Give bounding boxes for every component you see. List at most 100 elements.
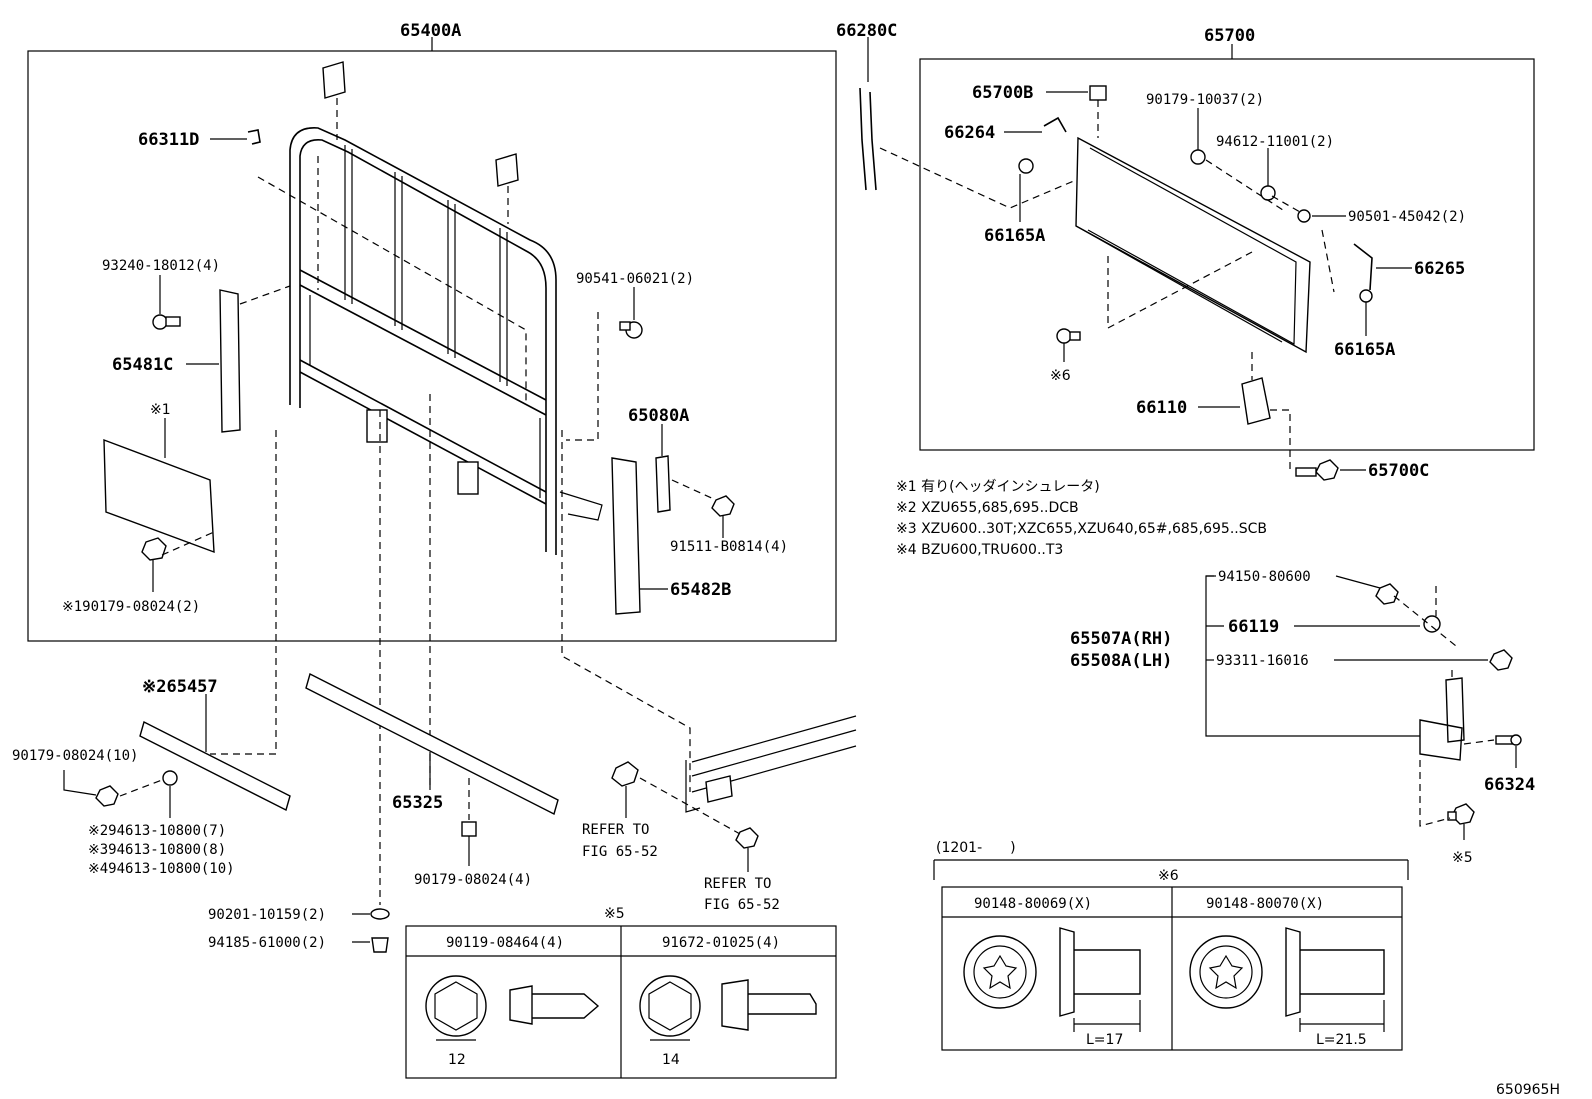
label-66265: 66265 — [1414, 259, 1465, 279]
label-65507A: 65507A(RH) — [1070, 629, 1172, 649]
table6-bolt2-drawing — [1189, 927, 1385, 1032]
label-65482B: 65482B — [670, 580, 731, 600]
part-94185-drawing — [371, 937, 389, 953]
part-66311D-drawing — [247, 129, 261, 145]
tailgate-group-frame — [919, 58, 1535, 451]
label-65457: ※265457 — [142, 677, 218, 697]
part-insulator-drawing — [103, 438, 215, 554]
label-65508A: 65508A(LH) — [1070, 651, 1172, 671]
label-65325: 65325 — [392, 793, 443, 813]
label-94150: 94150-80600 — [1218, 569, 1311, 585]
part-90541-drawing — [619, 321, 643, 339]
part-mark6-bolt-drawing — [1056, 328, 1081, 344]
label-94613-2: ※294613-10800(7) — [88, 823, 226, 839]
table5-nut1-drawing — [425, 975, 600, 1041]
note-1: ※1 有り(ヘッダインシュレータ) — [896, 479, 1100, 495]
part-refer1-nut-drawing — [611, 761, 639, 787]
label-refer2-a: REFER TO — [704, 876, 771, 892]
label-66264: 66264 — [944, 123, 995, 143]
part-90201-drawing — [370, 908, 390, 920]
tailgate-panel-drawing — [1075, 136, 1311, 354]
label-mark1: ※1 — [150, 402, 171, 418]
part-66165A-2-drawing — [1359, 289, 1373, 303]
label-90179-08024-4: 90179-08024(4) — [414, 872, 532, 888]
part-94613-drawing — [162, 770, 178, 786]
label-refer2-b: FIG 65-52 — [704, 897, 780, 913]
label-66311D: 66311D — [138, 130, 199, 150]
table6-range: (1201- ) — [936, 840, 1016, 856]
table6-title: ※6 — [1158, 868, 1179, 884]
label-94613-3: ※394613-10800(8) — [88, 842, 226, 858]
part-65482B-drawing — [611, 457, 641, 615]
part-65700C-drawing — [1295, 459, 1339, 481]
label-94185: 94185-61000(2) — [208, 935, 326, 951]
part-93240-drawing — [152, 314, 181, 330]
part-mark5-bolt-drawing — [1447, 803, 1475, 825]
part-66119-drawing — [1423, 615, 1441, 633]
headboard-group-label: 65400A — [400, 21, 461, 41]
part-66280C-drawing — [859, 87, 877, 191]
table6-bolt1-drawing — [963, 927, 1141, 1032]
part-190179-drawing — [141, 537, 167, 561]
label-66165A-1: 66165A — [984, 226, 1045, 246]
label-93311: 93311-16016 — [1216, 653, 1309, 669]
table5-dim2: 14 — [662, 1052, 680, 1068]
part-66264-drawing — [1043, 116, 1067, 133]
label-90501: 90501-45042(2) — [1348, 209, 1466, 225]
label-93240: 93240-18012(4) — [102, 258, 220, 274]
label-66324: 66324 — [1484, 775, 1535, 795]
part-65457-drawing — [139, 720, 291, 812]
label-90179-08024-10: 90179-08024(10) — [12, 748, 138, 764]
note-3: ※3 XZU600..30T;XZC655,XZU640,65#,685,695… — [896, 521, 1267, 537]
label-refer1-a: REFER TO — [582, 822, 649, 838]
table5-col1: 90119-08464(4) — [446, 935, 564, 951]
label-65700B: 65700B — [972, 83, 1033, 103]
diagram-id: 650965H — [1496, 1082, 1560, 1098]
part-refer2-bolt-drawing — [735, 827, 759, 849]
part-65080A-drawing — [655, 455, 671, 513]
note-4: ※4 BZU600,TRU600..T3 — [896, 542, 1063, 558]
label-mark6-a: ※6 — [1050, 368, 1071, 384]
label-190179: ※190179-08024(2) — [62, 599, 200, 615]
part-91511-drawing — [711, 495, 735, 517]
part-66265-drawing — [1353, 243, 1373, 291]
label-65481C: 65481C — [112, 355, 173, 375]
table6-col2: 90148-80070(X) — [1206, 896, 1324, 912]
part-65325-drawing — [305, 672, 559, 816]
table5-nut2-drawing — [639, 975, 817, 1041]
tailgate-group-label: 65700 — [1204, 26, 1255, 46]
label-94613-4: ※494613-10800(10) — [88, 861, 235, 877]
part-93311-drawing — [1489, 649, 1513, 671]
part-94612-drawing — [1260, 185, 1276, 201]
part-90179-08024-4-drawing — [461, 821, 477, 837]
table6-len2: L=21.5 — [1316, 1032, 1367, 1048]
part-65700B-drawing — [1089, 85, 1107, 101]
label-91511: 91511-B0814(4) — [670, 539, 788, 555]
truck-frame-drawing — [685, 715, 857, 813]
part-94150-drawing — [1375, 583, 1399, 605]
part-65481C-drawing — [219, 289, 241, 433]
label-65700C: 65700C — [1368, 461, 1429, 481]
table6-len1: L=17 — [1086, 1032, 1123, 1048]
part-66324-drawing — [1495, 734, 1522, 746]
label-94612: 94612-11001(2) — [1216, 134, 1334, 150]
part-90501-drawing — [1297, 209, 1311, 223]
part-66110-drawing — [1241, 377, 1271, 425]
part-90179-10037-drawing — [1190, 149, 1206, 165]
table6-col1: 90148-80069(X) — [974, 896, 1092, 912]
label-65080A: 65080A — [628, 406, 689, 426]
label-66110: 66110 — [1136, 398, 1187, 418]
table5-col2: 91672-01025(4) — [662, 935, 780, 951]
part-hinge-drawing — [1419, 677, 1465, 761]
label-66280C: 66280C — [836, 21, 897, 41]
label-90201: 90201-10159(2) — [208, 907, 326, 923]
label-66165A-2: 66165A — [1334, 340, 1395, 360]
part-90179-08024-10-drawing — [95, 785, 119, 807]
label-mark5-b: ※5 — [1452, 850, 1473, 866]
label-66119: 66119 — [1228, 617, 1279, 637]
label-90541: 90541-06021(2) — [576, 271, 694, 287]
label-90179-10037: 90179-10037(2) — [1146, 92, 1264, 108]
label-refer1-b: FIG 65-52 — [582, 844, 658, 860]
part-66165A-1-drawing — [1018, 158, 1034, 174]
